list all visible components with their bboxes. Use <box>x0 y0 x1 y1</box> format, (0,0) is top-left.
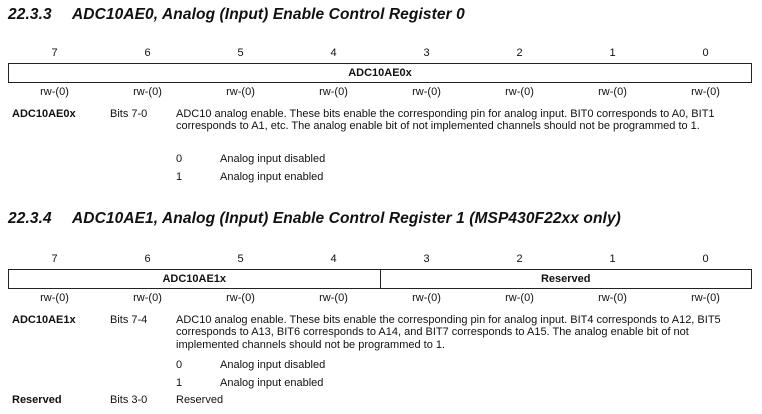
field-name: Reserved <box>12 394 62 406</box>
field-option: 1 Analog input enabled <box>176 377 323 389</box>
field-text: ADC10 analog enable. These bits enable t… <box>176 314 721 351</box>
option-value: 0 <box>176 359 183 371</box>
field-name: ADC10AE0x <box>12 108 76 120</box>
access-type: rw-(0) <box>40 292 69 304</box>
bit-number: 3 <box>423 253 430 265</box>
field-bits: Bits 7-0 <box>110 108 148 120</box>
access-type: rw-(0) <box>412 86 441 98</box>
bit-number: 2 <box>516 47 523 59</box>
section-title: ADC10AE0, Analog (Input) Enable Control … <box>72 6 465 23</box>
access-row: rw-(0) rw-(0) rw-(0) rw-(0) rw-(0) rw-(0… <box>8 86 752 98</box>
option-value: 1 <box>176 377 183 389</box>
option-label: Analog input enabled <box>220 377 324 389</box>
field-option: 0 Analog input disabled <box>176 153 325 165</box>
bit-number: 5 <box>237 47 244 59</box>
access-type: rw-(0) <box>133 86 162 98</box>
field-text: ADC10 analog enable. These bits enable t… <box>176 108 715 133</box>
section-number: 22.3.3 <box>8 6 52 23</box>
bit-number: 0 <box>702 47 709 59</box>
access-type: rw-(0) <box>691 86 720 98</box>
option-label: Analog input disabled <box>220 153 326 165</box>
register-field-reserved: Reserved <box>379 270 752 288</box>
bit-number: 7 <box>51 47 58 59</box>
access-type: rw-(0) <box>133 292 162 304</box>
bit-number: 6 <box>144 253 151 265</box>
register-field-adc10ae0x: ADC10AE0x <box>348 67 412 79</box>
field-bits: Bits 3-0 <box>110 394 148 406</box>
access-type: rw-(0) <box>505 86 534 98</box>
access-type: rw-(0) <box>226 86 255 98</box>
option-value: 0 <box>176 153 183 165</box>
field-text: Reserved <box>176 394 224 406</box>
access-type: rw-(0) <box>226 292 255 304</box>
bit-number: 4 <box>330 253 337 265</box>
access-type: rw-(0) <box>319 292 348 304</box>
section-title: ADC10AE1, Analog (Input) Enable Control … <box>72 210 621 227</box>
bit-number: 5 <box>237 253 244 265</box>
option-value: 1 <box>176 171 183 183</box>
field-bits: Bits 7-4 <box>110 314 148 326</box>
section-number: 22.3.4 <box>8 210 52 227</box>
access-type: rw-(0) <box>598 86 627 98</box>
bit-number: 0 <box>702 253 709 265</box>
field-name: ADC10AE1x <box>12 314 76 326</box>
register-field-box: ADC10AE0x <box>8 63 752 83</box>
option-label: Analog input enabled <box>220 171 324 183</box>
access-type: rw-(0) <box>319 86 348 98</box>
bit-number-row: 7 6 5 4 3 2 1 0 <box>8 253 752 265</box>
access-type: rw-(0) <box>412 292 441 304</box>
field-option: 1 Analog input enabled <box>176 171 323 183</box>
bit-number: 2 <box>516 253 523 265</box>
bit-number-row: 7 6 5 4 3 2 1 0 <box>8 47 752 59</box>
section-heading-adc10ae1: 22.3.4 ADC10AE1, Analog (Input) Enable Co… <box>8 210 621 228</box>
option-label: Analog input disabled <box>220 359 326 371</box>
bit-number: 1 <box>609 253 616 265</box>
access-type: rw-(0) <box>691 292 720 304</box>
bit-number: 3 <box>423 47 430 59</box>
bit-number: 1 <box>609 47 616 59</box>
access-row: rw-(0) rw-(0) rw-(0) rw-(0) rw-(0) rw-(0… <box>8 292 752 304</box>
bit-number: 4 <box>330 47 337 59</box>
access-type: rw-(0) <box>505 292 534 304</box>
access-type: rw-(0) <box>40 86 69 98</box>
access-type: rw-(0) <box>598 292 627 304</box>
bit-number: 6 <box>144 47 151 59</box>
field-option: 0 Analog input disabled <box>176 359 325 371</box>
bit-number: 7 <box>51 253 58 265</box>
register-field-box: ADC10AE1x Reserved <box>8 269 752 289</box>
register-field-adc10ae1x: ADC10AE1x <box>162 273 227 285</box>
section-heading-adc10ae0: 22.3.3 ADC10AE0, Analog (Input) Enable Co… <box>8 6 465 24</box>
